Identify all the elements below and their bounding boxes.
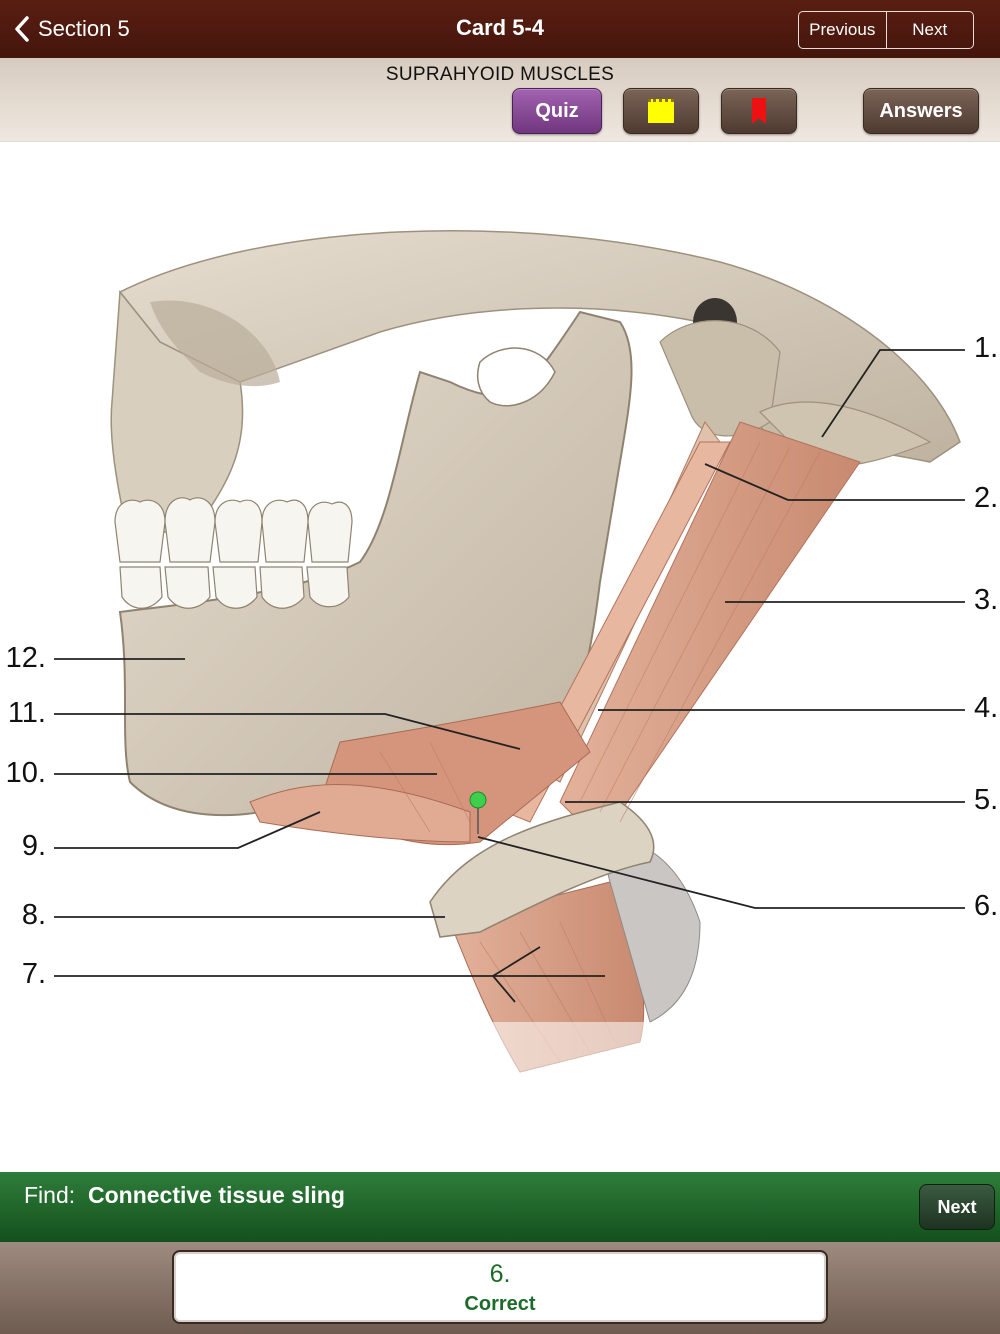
back-button-label: Section 5 <box>38 16 130 41</box>
label-7[interactable]: 7. <box>21 958 46 990</box>
answer-number: 6. <box>489 1260 511 1288</box>
label-6[interactable]: 6. <box>974 890 999 922</box>
anterior-digastric <box>249 784 471 843</box>
yellow-note-icon <box>648 99 674 123</box>
label-11[interactable]: 11. <box>7 697 46 729</box>
answer-box[interactable]: 6. Correct <box>172 1250 828 1324</box>
red-bookmark-icon <box>752 98 766 124</box>
find-term: Connective tissue sling <box>88 1182 345 1208</box>
card-heading: SUPRAHYOID MUSCLES <box>385 64 615 85</box>
answer-status: Correct <box>464 1293 536 1315</box>
label-5[interactable]: 5. <box>974 784 999 816</box>
navigation-bar: Section 5 Card 5-4 Previous Next <box>0 0 1000 58</box>
bookmark-button[interactable] <box>721 88 797 134</box>
find-next-button[interactable]: Next <box>919 1184 995 1230</box>
answer-footer: 6. Correct <box>0 1242 1000 1334</box>
teeth <box>114 497 353 609</box>
label-9[interactable]: 9. <box>21 830 46 862</box>
label-1[interactable]: 1. <box>974 332 999 364</box>
card-title: Card 5-4 <box>455 15 545 40</box>
anatomy-illustration: 1. 2. 3. 4. 5. 6. 12. 11. 10. 9. 8. 7. <box>0 142 1000 1172</box>
find-bar: Find: Connective tissue sling Next <box>0 1172 1000 1242</box>
notes-button[interactable] <box>623 88 699 134</box>
label-2[interactable]: 2. <box>974 482 999 514</box>
next-card-button[interactable]: Next <box>885 12 974 48</box>
label-8[interactable]: 8. <box>21 899 46 931</box>
skull-neck-drawing <box>0 230 1000 1172</box>
label-3[interactable]: 3. <box>974 584 999 616</box>
mandible <box>118 310 633 817</box>
answer-pin <box>469 791 487 809</box>
label-4[interactable]: 4. <box>974 692 999 724</box>
card-toolbar: SUPRAHYOID MUSCLES Quiz Answers <box>0 58 1000 142</box>
back-button[interactable]: Section 5 <box>12 12 130 46</box>
label-10[interactable]: 10. <box>5 757 46 789</box>
card-pager: Previous Next <box>798 11 974 49</box>
chevron-left-icon <box>15 16 29 42</box>
quiz-button[interactable]: Quiz <box>512 88 602 134</box>
hyoid-bone <box>429 801 655 938</box>
find-prefix: Find: <box>24 1182 76 1208</box>
answers-button[interactable]: Answers <box>863 88 979 134</box>
label-12[interactable]: 12. <box>5 642 46 674</box>
previous-card-button[interactable]: Previous <box>809 20 876 39</box>
